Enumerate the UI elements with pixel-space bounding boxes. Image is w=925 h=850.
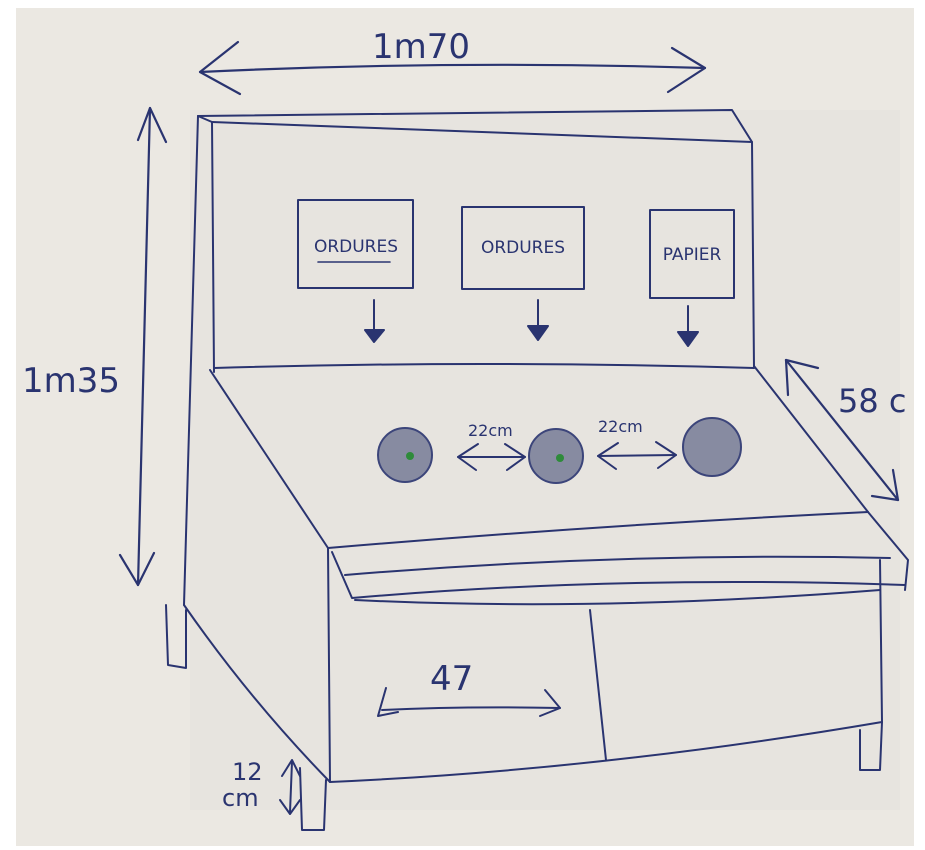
- hole-spacing-arrows: [457, 441, 677, 471]
- hole-spacing-label-1: 22cm: [468, 421, 513, 440]
- bin-label-text: ORDURES: [481, 238, 565, 258]
- hole-3: [682, 417, 742, 477]
- drop-arrows: [364, 299, 699, 347]
- depth-label: 58 c: [838, 382, 906, 420]
- hole-spacing-label-2: 22cm: [598, 417, 643, 436]
- legs: [165, 604, 883, 831]
- drawer-width-arrow: [377, 687, 561, 717]
- green-dot-icon: [406, 452, 414, 460]
- drawer-width-label: 47: [430, 659, 473, 699]
- leg-height-arrow: [279, 759, 301, 815]
- green-dot-icon: [556, 454, 564, 462]
- depth-dimension-arrow: [784, 358, 900, 502]
- bin-label-text: PAPIER: [663, 245, 722, 265]
- back-panel: [183, 109, 755, 606]
- leg-height-label-2: cm: [222, 784, 259, 812]
- leg-height-label-1: 12: [232, 758, 263, 786]
- desk-top: [209, 365, 909, 599]
- bin-label-papier: PAPIER: [649, 209, 735, 299]
- bin-label-text: ORDURES: [314, 237, 398, 257]
- height-dimension-arrow: [118, 106, 168, 587]
- hole-1: [377, 427, 433, 483]
- bin-label-ordures-2: ORDURES: [461, 206, 585, 290]
- paper-sheet: [16, 8, 914, 846]
- hole-2: [528, 428, 584, 484]
- front-body: [183, 547, 883, 783]
- height-label: 1m35: [22, 361, 120, 401]
- bin-label-ordures-1: ORDURES: [297, 199, 414, 289]
- width-dimension-arrow: [198, 40, 707, 96]
- width-label: 1m70: [372, 27, 470, 67]
